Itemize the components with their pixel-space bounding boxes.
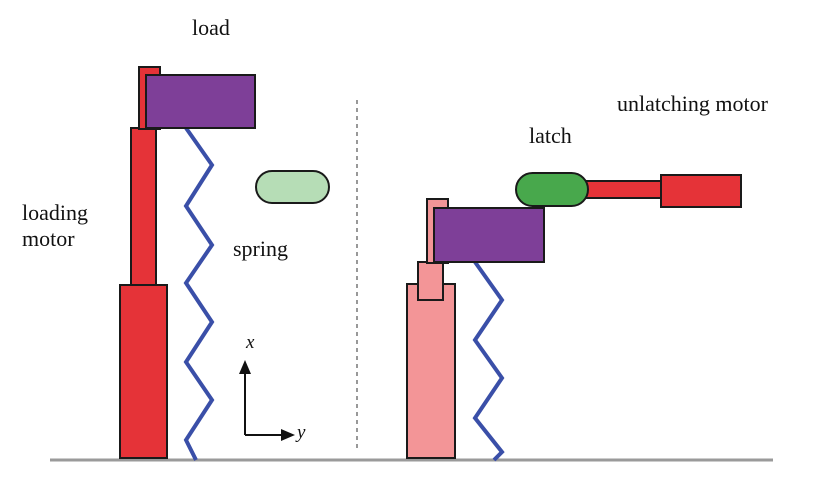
axis-indicator <box>239 360 295 441</box>
y-axis-arrowhead <box>281 429 295 441</box>
label-latch: latch <box>529 123 572 148</box>
label-load: load <box>192 15 230 40</box>
label-unlatching-motor: unlatching motor <box>617 91 769 116</box>
right-spring <box>472 260 505 462</box>
left-load-block <box>145 74 256 129</box>
label-spring: spring <box>233 236 288 261</box>
left-panel-loading: load loading motor spring x y <box>22 15 330 461</box>
label-axis-x: x <box>245 332 255 353</box>
unlatching-motor-shaft <box>585 180 663 199</box>
left-loading-motor-shaft <box>130 127 157 286</box>
label-loading-motor-2: motor <box>22 226 75 251</box>
right-panel-latched: latch unlatching motor <box>406 91 769 462</box>
right-loading-motor-shaft-faded <box>417 261 444 301</box>
label-axis-y: y <box>295 422 306 443</box>
left-spring <box>183 126 215 461</box>
left-latch-faded <box>255 170 330 204</box>
right-latch <box>515 172 589 207</box>
right-load-block <box>433 207 545 263</box>
label-loading-motor-1: loading <box>22 200 88 225</box>
left-loading-motor-body <box>119 284 168 459</box>
x-axis-arrowhead <box>239 360 251 374</box>
unlatching-motor-body <box>660 174 742 208</box>
right-loading-motor-body-faded <box>406 283 456 459</box>
